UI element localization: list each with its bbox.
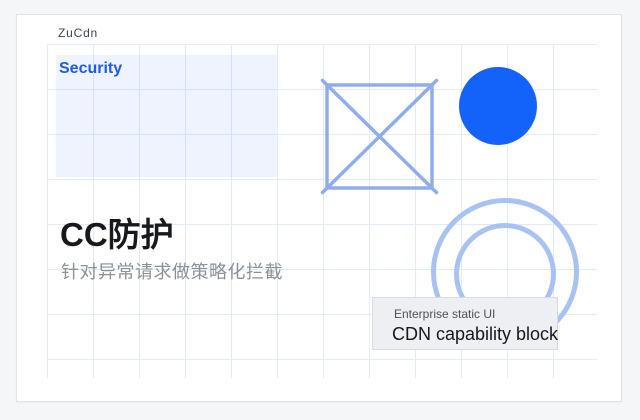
image-placeholder-icon (320, 78, 439, 195)
mock-ui-card: ZuCdn Security CC防护 针对异常请求做策略化拦截 Enterpr… (16, 14, 622, 402)
brand-label: ZuCdn (58, 26, 99, 40)
page-title: CC防护 (60, 216, 174, 253)
blue-dot-shape (459, 67, 537, 145)
cdn-card-eyebrow: Enterprise static UI (394, 307, 496, 321)
security-panel[interactable]: Security (56, 55, 277, 177)
cdn-card-label: CDN capability block (392, 324, 559, 344)
page-subtitle: 针对异常请求做策略化拦截 (61, 262, 283, 282)
cdn-capability-card[interactable]: Enterprise static UI CDN capability bloc… (372, 297, 558, 350)
security-panel-label: Security (59, 60, 123, 77)
